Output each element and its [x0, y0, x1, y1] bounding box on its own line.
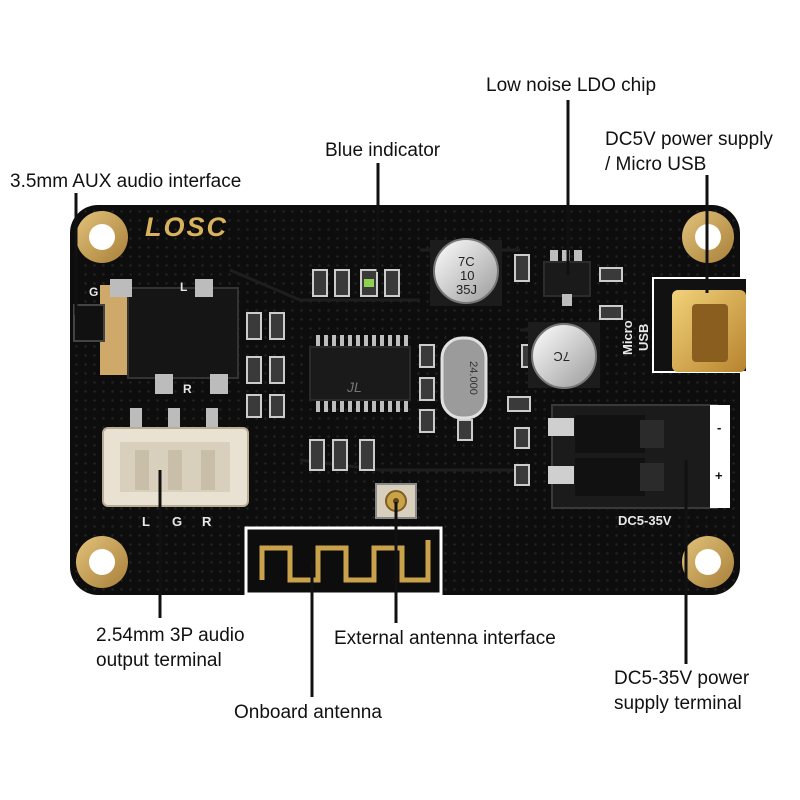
label-aux-interface: 3.5mm AUX audio interface	[10, 171, 242, 192]
jack-pin-l: L	[180, 280, 187, 294]
label-dc5v-line2: / Micro USB	[605, 154, 707, 175]
audio-output-terminal	[102, 408, 249, 507]
label-output-line2: output terminal	[96, 650, 222, 671]
bluetooth-chip	[309, 335, 411, 412]
mounting-hole-top-left	[76, 211, 128, 263]
crystal-oscillator	[440, 336, 488, 420]
usb-silkscreen-1: Micro	[620, 320, 635, 355]
jack-pin-g: G	[89, 285, 98, 299]
cap-top-line1: 7C	[458, 254, 475, 269]
label-onboard-antenna: Onboard antenna	[234, 702, 382, 723]
label-dc35-line2: supply terminal	[614, 693, 742, 714]
chip-marking: JL	[346, 379, 362, 395]
terminal-pin-g: G	[172, 514, 182, 529]
polarity-plus: +	[715, 468, 723, 483]
board-logo: LOSC	[145, 212, 228, 242]
cap-top-line3: 35J	[456, 282, 477, 297]
blue-indicator-led	[360, 269, 378, 297]
label-blue-indicator: Blue indicator	[325, 140, 441, 161]
label-output-line1: 2.54mm 3P audio	[96, 625, 245, 646]
usb-silkscreen-2: USB	[636, 324, 651, 351]
mounting-hole-bottom-left	[76, 536, 128, 588]
smd-components	[246, 254, 623, 486]
label-ldo-chip: Low noise LDO chip	[486, 75, 657, 96]
cap-top-line2: 10	[460, 268, 474, 283]
cap-lower-marking: 7C	[553, 349, 570, 364]
polarity-minus: -	[717, 420, 721, 435]
dc-silkscreen: DC5-35V	[618, 513, 672, 528]
aux-jack	[73, 279, 239, 394]
label-dc35-line1: DC5-35V power	[614, 668, 750, 689]
callout-lines	[74, 100, 709, 697]
capacitor-top	[430, 238, 502, 306]
capacitor-lower	[528, 322, 600, 389]
label-dc5v-line1: DC5V power supply	[605, 129, 773, 150]
micro-usb-port	[652, 277, 748, 373]
dc-terminal-block	[548, 404, 730, 509]
onboard-antenna	[244, 526, 443, 596]
jack-pin-r: R	[183, 382, 192, 396]
crystal-marking: 24.000	[467, 361, 479, 395]
terminal-pin-r: R	[202, 514, 212, 529]
mounting-hole-bottom-right	[682, 536, 734, 588]
terminal-pin-l: L	[142, 514, 150, 529]
label-external-antenna: External antenna interface	[334, 628, 556, 649]
